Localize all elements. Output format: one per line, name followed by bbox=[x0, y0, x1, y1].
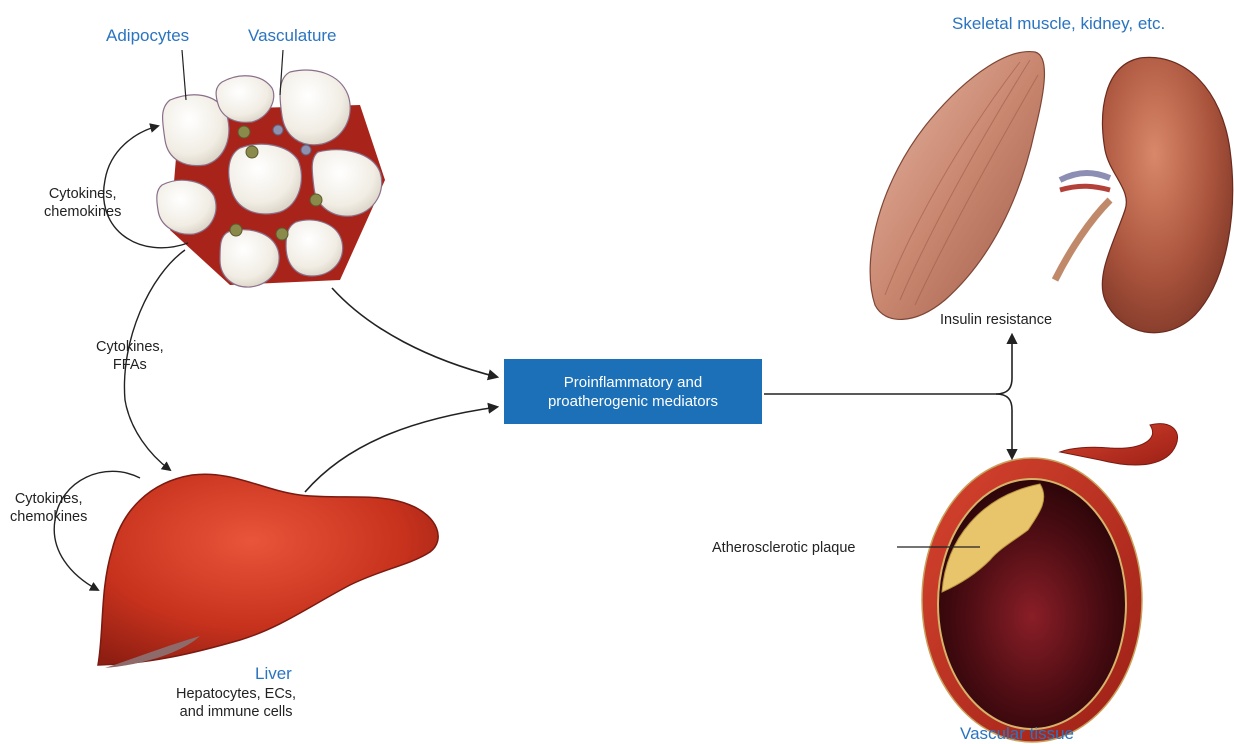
artery-illustration bbox=[897, 424, 1178, 742]
chemokines-line: chemokines bbox=[10, 508, 87, 526]
insulin-resistance-label: Insulin resistance bbox=[940, 311, 1052, 329]
vasculature-label: Vasculature bbox=[248, 26, 337, 46]
atherosclerotic-plaque-label: Atherosclerotic plaque bbox=[712, 539, 855, 557]
cytokines-line: Cytokines, bbox=[96, 338, 164, 356]
mediators-line-2: proatherogenic mediators bbox=[548, 392, 718, 411]
cytokines-line: Cytokines, bbox=[10, 490, 87, 508]
ffas-line: FFAs bbox=[96, 356, 164, 374]
vascular-tissue-label: Vascular tissue bbox=[960, 724, 1074, 744]
mediators-line-1: Proinflammatory and bbox=[548, 373, 718, 392]
liver-subtitle: Hepatocytes, ECs, and immune cells bbox=[176, 685, 296, 721]
adipocytes-label: Adipocytes bbox=[106, 26, 189, 46]
liver-subtitle-line-2: and immune cells bbox=[176, 703, 296, 721]
cytokines-ffas-label: Cytokines, FFAs bbox=[96, 338, 164, 374]
proinflammatory-mediators-box: Proinflammatory and proatherogenic media… bbox=[504, 359, 762, 424]
chemokines-line: chemokines bbox=[44, 203, 121, 221]
cytokines-chemokines-liver-label: Cytokines, chemokines bbox=[10, 490, 87, 526]
liver-illustration bbox=[98, 474, 438, 668]
cytokines-line: Cytokines, bbox=[44, 185, 121, 203]
adipose-tissue-illustration bbox=[157, 50, 385, 287]
skeletal-muscle-kidney-label: Skeletal muscle, kidney, etc. bbox=[952, 14, 1165, 34]
kidney-illustration bbox=[1055, 57, 1233, 332]
liver-subtitle-line-1: Hepatocytes, ECs, bbox=[176, 685, 296, 703]
cytokines-chemokines-adipose-label: Cytokines, chemokines bbox=[44, 185, 121, 221]
liver-title: Liver bbox=[255, 664, 292, 684]
skeletal-muscle-illustration bbox=[870, 52, 1044, 320]
